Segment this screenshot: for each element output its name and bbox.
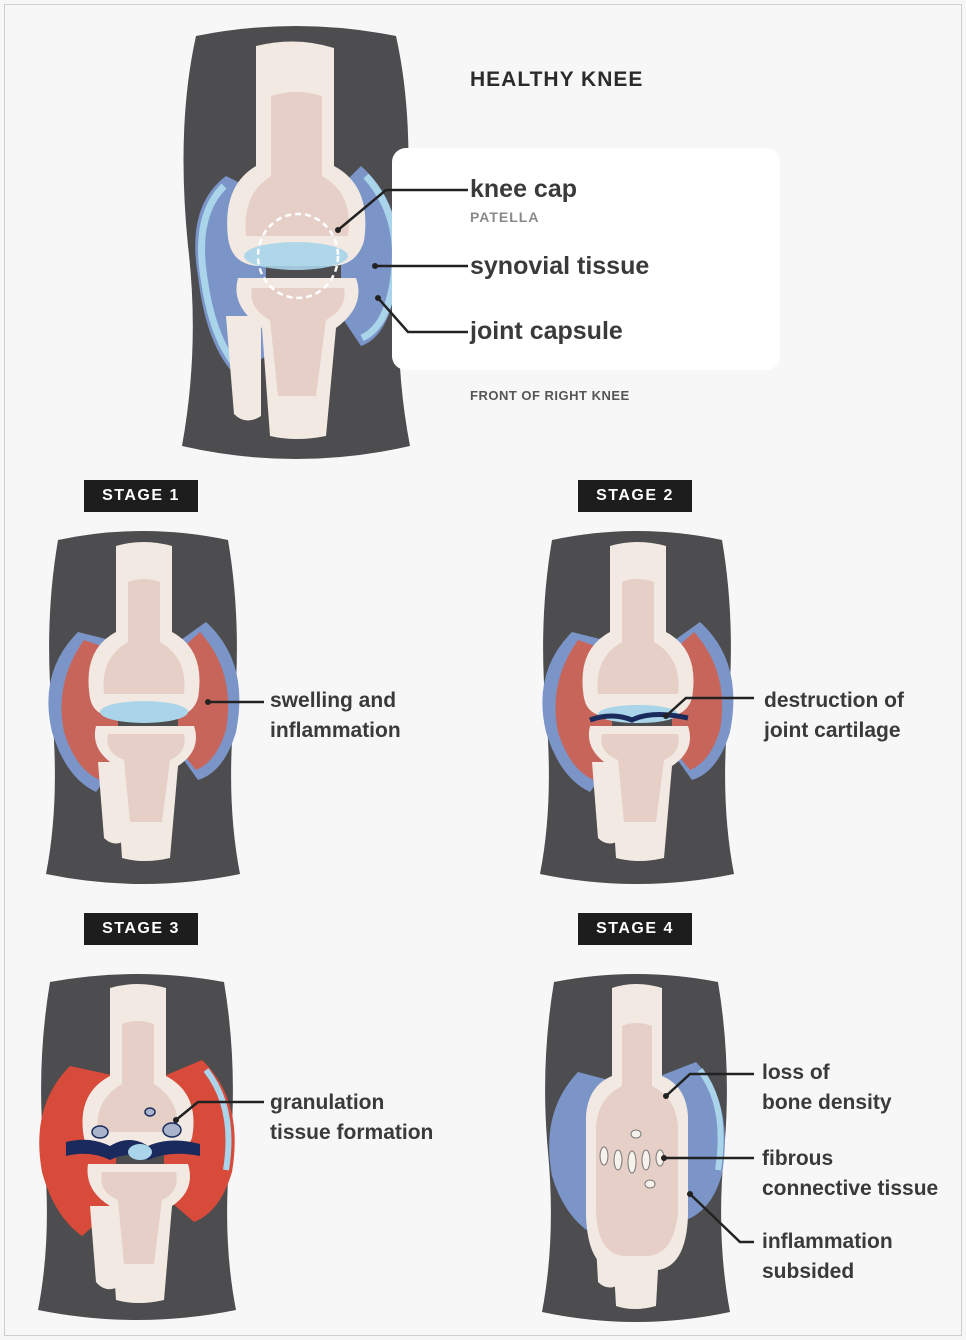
stage-4-label-bone-density-line2: bone density — [762, 1088, 892, 1118]
stage-2-label-line2: joint cartilage — [764, 716, 901, 746]
stage-4-label-bone-density-line1: loss of — [762, 1058, 830, 1088]
stage-3-label-line1: granulation — [270, 1088, 384, 1118]
stage-3-leader — [170, 1094, 270, 1124]
healthy-knee-title: HEALTHY KNEE — [470, 68, 643, 92]
stage-4-badge: STAGE 4 — [578, 913, 692, 945]
label-knee-cap: knee cap — [470, 175, 577, 204]
stage-4-leaders — [660, 1066, 760, 1276]
stage-4-label-fibrous-line2: connective tissue — [762, 1174, 938, 1204]
label-joint-capsule: joint capsule — [470, 317, 623, 346]
stage-1-label-line1: swelling and — [270, 686, 396, 716]
stage-4-label-inflammation-line2: subsided — [762, 1257, 854, 1287]
stage-4-label-inflammation-line1: inflammation — [762, 1227, 893, 1257]
stage-3-badge: STAGE 3 — [84, 913, 198, 945]
stage-1-badge: STAGE 1 — [84, 480, 198, 512]
healthy-leader-lines — [330, 180, 480, 350]
stage-3-label-line2: tissue formation — [270, 1118, 433, 1148]
stage-1-label-line2: inflammation — [270, 716, 401, 746]
stage-2-leader — [660, 690, 760, 720]
caption-front-of-right-knee: FRONT OF RIGHT KNEE — [470, 388, 630, 403]
stage-4-label-fibrous-line1: fibrous — [762, 1144, 833, 1174]
stage-2-label-line1: destruction of — [764, 686, 904, 716]
stage-1-leader — [200, 695, 270, 709]
stage-3-illustration — [30, 966, 244, 1326]
label-patella: PATELLA — [470, 209, 539, 225]
label-synovial-tissue: synovial tissue — [470, 252, 649, 281]
stage-2-badge: STAGE 2 — [578, 480, 692, 512]
